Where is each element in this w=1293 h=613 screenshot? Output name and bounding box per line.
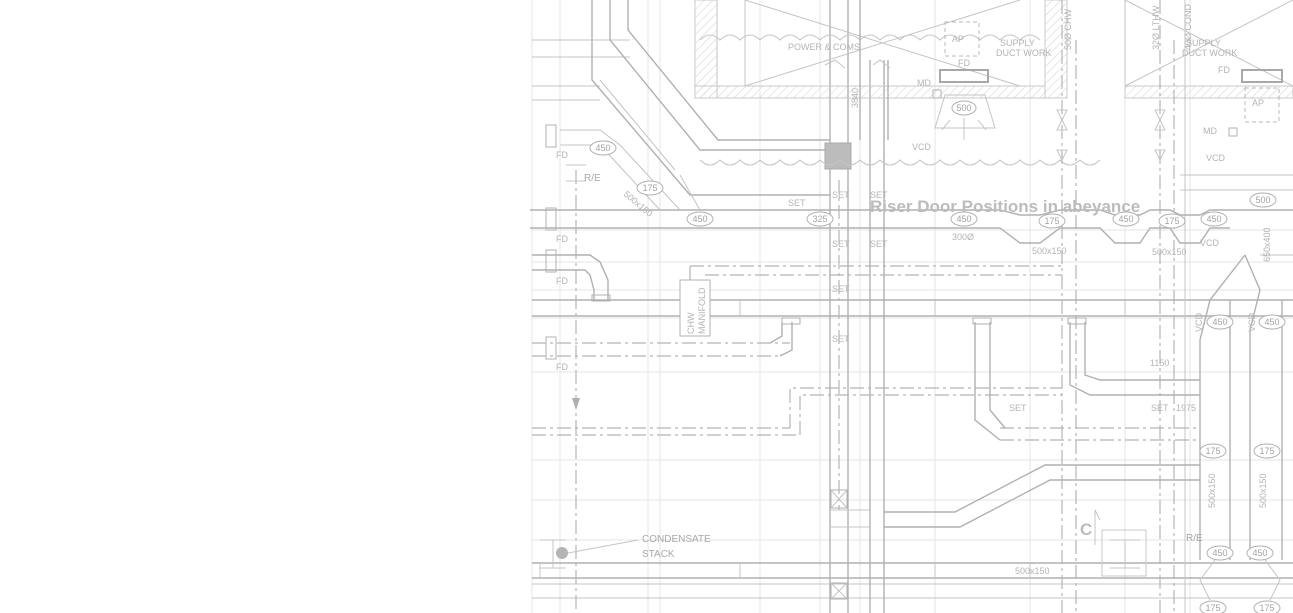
label-supply-2: SUPPLY (1186, 38, 1221, 48)
horizontal-rails (532, 39, 1293, 599)
duct-size: 450 (1264, 317, 1279, 327)
duct-size: 450 (1206, 214, 1221, 224)
duct-size: 175 (1205, 603, 1220, 613)
tag-vcd: VCD (1206, 153, 1226, 163)
tag-md: MD (1203, 126, 1217, 136)
duct-size: 450 (1118, 214, 1133, 224)
duct-size: 500x150 (1152, 247, 1187, 257)
duct-size: 500x150 (1258, 473, 1268, 508)
duct-size: 450 (1212, 317, 1227, 327)
label-supply-1: SUPPLY (1000, 38, 1035, 48)
ductwork-diagonals (530, 0, 1000, 229)
tag-set: SET (870, 239, 888, 249)
dim-1975: 1975 (1176, 403, 1196, 413)
label-re-left: R/E (584, 173, 601, 184)
tag-fd: FD (556, 234, 568, 244)
duct-size: 500x150 (1015, 566, 1050, 576)
left-ducts (532, 124, 1147, 613)
duct-size: 175 (642, 183, 657, 193)
dim-1150: 1150 (1150, 358, 1169, 368)
tag-set: SET (870, 190, 888, 200)
duct-size: 175 (1205, 446, 1220, 456)
label-manifold: MANIFOLD (697, 287, 707, 334)
pipe-risers (1056, 0, 1186, 613)
duct-size: 175 (1259, 446, 1274, 456)
duct-size: 175 (1259, 603, 1274, 613)
label-condensate: CONDENSATE (642, 534, 711, 545)
tag-set: SET (832, 284, 850, 294)
label-chw: CHW (686, 312, 696, 334)
duct-size: 450 (956, 214, 971, 224)
label-lthw-pipe: 32Ø LTHW (1151, 5, 1161, 50)
tag-fd: FD (556, 276, 568, 286)
duct-size: 500 (1255, 195, 1270, 205)
tag-set: SET (1009, 403, 1027, 413)
duct-size: 500x150 (1032, 246, 1067, 256)
duct-size: 450 (1212, 548, 1227, 558)
duct-size: 175 (1044, 216, 1059, 226)
tag-vcd: VCD (1247, 312, 1257, 332)
duct-size: 450 (595, 143, 610, 153)
dim-3840: 3840 (850, 88, 860, 108)
dim-650x400: 650x400 (1262, 227, 1272, 262)
tag-vcd: VCD (912, 142, 932, 152)
duct-size: 450 (1252, 548, 1267, 558)
tag-set: SET (788, 198, 806, 208)
tag-fd: FD (556, 362, 568, 372)
label-re-right: R/E (1186, 533, 1203, 544)
duct-size: 500 (956, 103, 971, 113)
label-stack: STACK (642, 549, 675, 560)
tag-md: MD (917, 78, 931, 88)
tag-set: SET (832, 190, 850, 200)
label-duct-work-1: DUCT WORK (996, 48, 1051, 58)
grid-lines (531, 0, 1293, 613)
duct-size-tags (589, 140, 1286, 613)
dim-300: 300Ø (952, 232, 974, 242)
riser-note: Riser Door Positions in abeyance (870, 197, 1140, 216)
duct-size: 500x150 (1207, 473, 1217, 508)
chw-pipework (532, 265, 1200, 528)
tag-ap: AP (952, 34, 964, 44)
label-power-coms: POWER & COMS (788, 42, 860, 52)
tag-set: SET (832, 334, 850, 344)
air-plant-units (932, 21, 1283, 140)
tag-fd: FD (556, 150, 568, 160)
label-cond-pipe: 40Ø COND (1183, 3, 1193, 50)
tag-set: SET (1151, 403, 1169, 413)
duct-size: 450 (692, 214, 707, 224)
section-marker-c: C (1080, 520, 1092, 539)
tag-vcd: VCD (1194, 312, 1204, 332)
tag-fd: FD (958, 58, 970, 68)
duct-size: 325 (812, 214, 827, 224)
label-duct-work-2: DUCT WORK (1182, 48, 1237, 58)
plant-enclosure (694, 0, 1293, 166)
tag-vcd: VCD (1200, 238, 1220, 248)
tag-set: SET (832, 239, 850, 249)
tag-ap: AP (1252, 98, 1264, 108)
duct-size: 175 (1164, 216, 1179, 226)
label-chw-pipe: 50Ø CHW (1063, 8, 1073, 50)
tag-fd: FD (1218, 65, 1230, 75)
